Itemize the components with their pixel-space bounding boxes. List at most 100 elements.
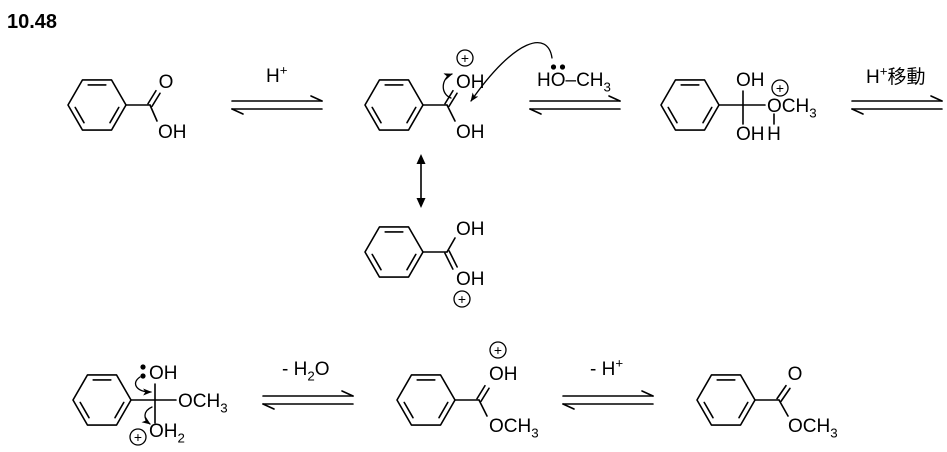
charge-sign: + [134, 429, 142, 445]
formula-part: O [315, 359, 330, 380]
lone-pair-dot [140, 373, 146, 379]
single-bond [446, 237, 456, 253]
bond-line [776, 384, 787, 400]
methyl-benzoate-methoxy: OCH3 [788, 416, 838, 441]
tetrahedral-oxonium-hydrogen: H [767, 124, 781, 145]
formula-part: OH [158, 122, 187, 143]
ring-double-bond [74, 106, 85, 124]
double-bond [444, 250, 458, 270]
ring-double-bond [438, 401, 449, 419]
reverse-arrow-barb [562, 403, 575, 410]
charge-circle [771, 79, 789, 97]
ring-double-bond [403, 401, 414, 419]
formula-part: OCH [178, 391, 220, 412]
formula-part: + [615, 355, 623, 370]
methyl-benzoate-carbonyl-oxygen: O [788, 364, 803, 385]
formula-part: OH [736, 70, 765, 91]
ring-double-bond [738, 401, 749, 419]
formula-part: OCH [767, 96, 809, 117]
formula-part: 3 [830, 426, 837, 441]
lone-pair-push-arrow [134, 376, 152, 396]
reagent-proton-transfer: H+移動 [866, 63, 926, 88]
reagent-water-loss: - H2O [282, 359, 330, 384]
lone-pair-dot [550, 64, 557, 70]
ring-double-bond [406, 106, 417, 124]
formula-part: 3 [531, 426, 538, 441]
benzene-ring [67, 79, 127, 131]
ring-outline [396, 374, 456, 426]
formula-part: 移動 [888, 66, 926, 88]
single-bond [478, 399, 488, 417]
forward-arrow-barb [641, 390, 654, 397]
ring-double-bond [79, 401, 90, 419]
methyl-benzoate-structure [696, 374, 791, 426]
charge-circle [453, 290, 471, 308]
bond-line [448, 250, 458, 268]
tetrahedral-upper-oxygen: OH [736, 70, 765, 91]
ring-outline [364, 226, 424, 278]
ring-double-bond [114, 401, 125, 419]
formula-part: OH [149, 421, 178, 442]
bond-line [444, 252, 454, 270]
formula-part: 3 [809, 106, 816, 121]
charge-sign: + [461, 50, 469, 66]
equilibrium-arrow-methanol-addition [529, 95, 621, 115]
reagent-methanol: HO–CH3 [537, 70, 611, 95]
intermediate-methoxy: OCH3 [178, 391, 228, 416]
forward-arrow-barb [608, 95, 621, 102]
lone-pair-dot [559, 64, 566, 70]
formula-part: 3 [220, 401, 227, 416]
formula-part: OCH [489, 416, 531, 437]
bond-line [448, 92, 458, 108]
protonated-ester-upper-oxygen: OH [489, 364, 518, 385]
forward-arrow-barb [930, 95, 943, 102]
benzoic-acid-hydroxyl: OH [158, 122, 187, 143]
reverse-arrow-barb [529, 108, 542, 115]
ring-outline [660, 79, 720, 131]
tetrahedral-intermediate-structure [660, 79, 775, 131]
equilibrium-arrow-proton-transfer [851, 95, 943, 115]
formula-part: OH [456, 269, 485, 290]
intermediate-leaving-group: OH2 [149, 421, 185, 446]
formula-part: 2 [307, 369, 314, 384]
benzene-ring [364, 79, 424, 131]
formula-part: - H [282, 359, 307, 380]
formula-part: OCH [788, 416, 830, 437]
benzene-ring [660, 79, 720, 131]
protonated-ester-structure [396, 374, 490, 426]
ring-double-bond [703, 401, 714, 419]
charge-sign: + [458, 291, 466, 307]
ring-double-bond [371, 106, 382, 124]
charge-sign: + [494, 342, 502, 358]
ring-double-bond [702, 106, 713, 124]
reverse-arrow-barb [262, 403, 275, 410]
double-bond [147, 89, 161, 108]
charge-circle [456, 49, 474, 67]
resonance-arrowhead-bottom [416, 198, 426, 208]
benzoic-acid-carbonyl-oxygen: O [159, 72, 174, 93]
ring-double-bond [667, 106, 678, 124]
leaving-group-arrow [141, 406, 153, 425]
resonance-form-lower-oxygen: OH [456, 269, 485, 290]
equilibrium-arrow-water-loss [262, 390, 354, 410]
formula-part: + [280, 62, 288, 77]
bond-line [147, 89, 157, 105]
formula-part: - H [590, 359, 615, 380]
formula-part: + [880, 63, 888, 78]
resonance-form-structure [364, 226, 458, 278]
formula-part: OH [489, 364, 518, 385]
benzene-ring [696, 374, 756, 426]
tetrahedral-lower-oxygen: OH [736, 124, 765, 145]
resonance-arrow [416, 154, 426, 208]
forward-arrow-barb [310, 95, 323, 102]
lone-pair-dot [140, 364, 146, 370]
reverse-arrow-barb [851, 108, 864, 115]
positive-charge: + [489, 341, 507, 359]
bond-line [780, 387, 791, 403]
equilibrium-arrow-deprotonation [562, 390, 654, 410]
structure-geometry [67, 42, 943, 426]
pi-bond-push-arrow [442, 73, 453, 99]
forward-arrow-barb [341, 390, 354, 397]
formula-part: OH [456, 122, 485, 143]
